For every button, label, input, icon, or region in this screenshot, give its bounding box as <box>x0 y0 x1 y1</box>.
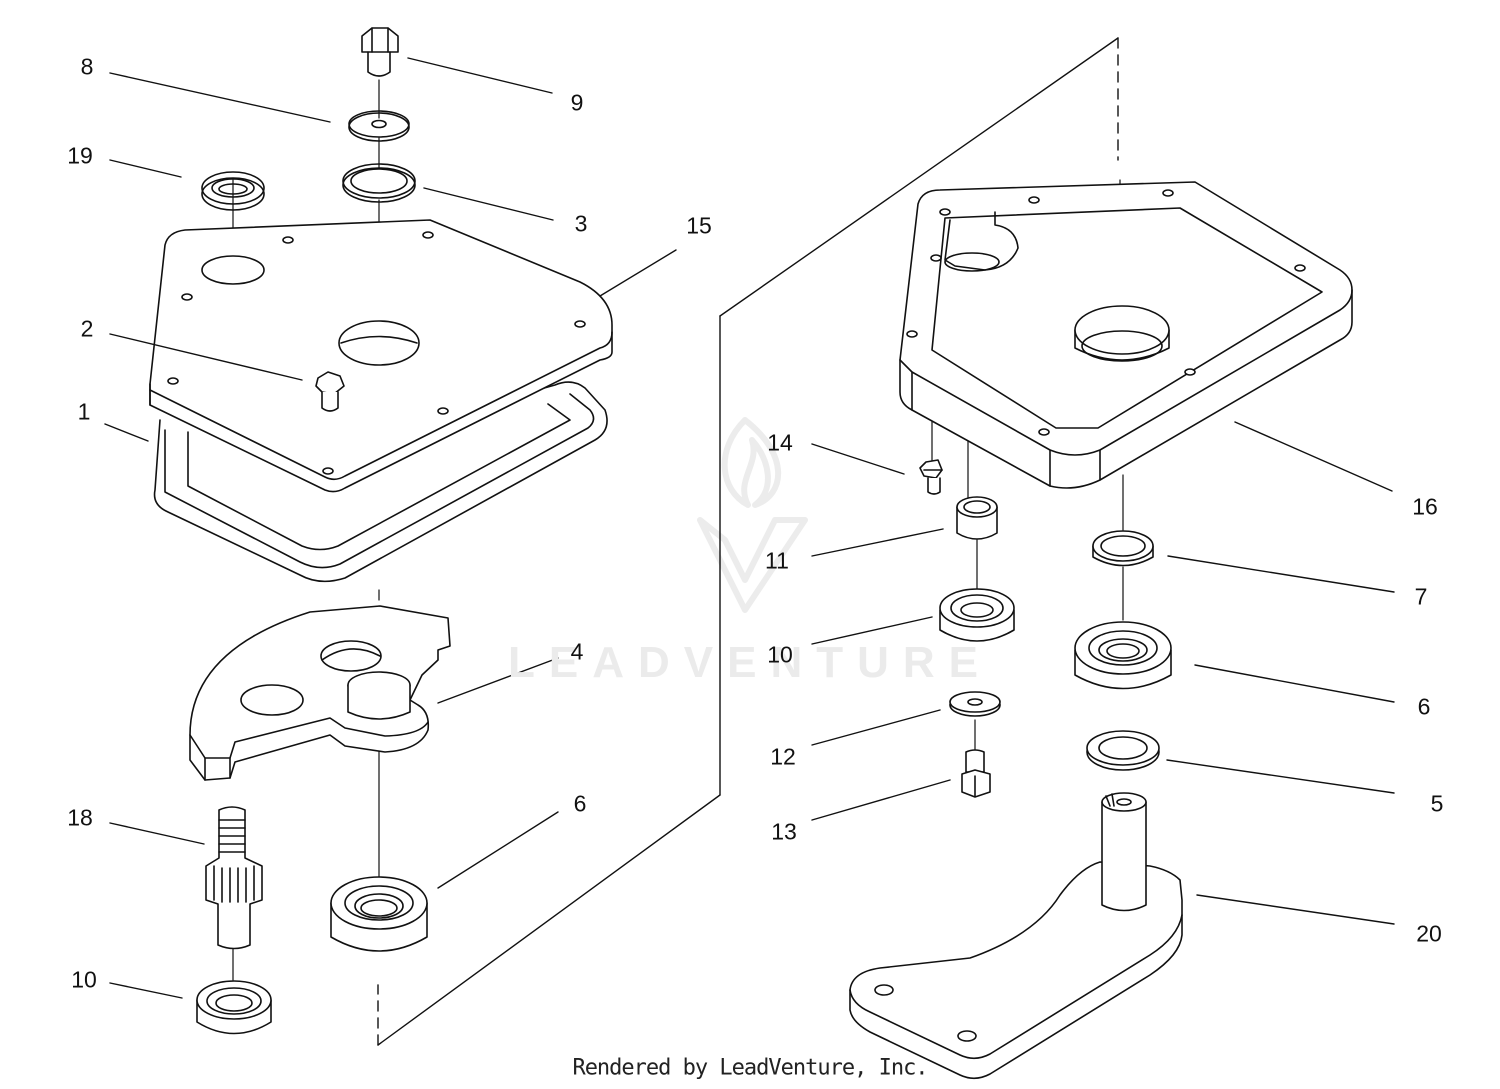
callout-20: 20 <box>1416 920 1442 947</box>
part-8-washer <box>348 110 410 142</box>
part-19-seal <box>201 171 265 211</box>
callout-13: 13 <box>771 818 797 845</box>
callout-16: 16 <box>1412 493 1438 520</box>
part-12-washer <box>949 691 1001 717</box>
part-14-grease-fitting <box>919 459 943 495</box>
part-4-bracket-plate <box>189 605 451 781</box>
watermark-text: LEADVENTURE <box>507 638 993 687</box>
part-20-arm <box>849 792 1183 1080</box>
callout-1: 1 <box>77 398 91 425</box>
part-13-bolt <box>961 749 991 798</box>
callout-18: 18 <box>67 804 93 831</box>
callout-10-left: 10 <box>71 966 97 993</box>
callout-8: 8 <box>80 53 94 80</box>
section-divider <box>377 37 1119 1046</box>
callout-10-right: 10 <box>767 641 793 668</box>
part-11-bushing <box>956 496 998 540</box>
part-6-bearing-right <box>1074 621 1172 690</box>
callout-15: 15 <box>686 212 712 239</box>
part-15-cover-plate <box>149 219 613 493</box>
part-10-bearing-right <box>939 588 1015 642</box>
callout-19: 19 <box>67 142 93 169</box>
callout-7: 7 <box>1414 583 1428 610</box>
part-1-gasket <box>153 381 608 583</box>
part-18-gear-shaft <box>205 806 263 950</box>
callout-3: 3 <box>574 210 588 237</box>
part-16-housing-frame <box>899 181 1353 489</box>
callout-14: 14 <box>767 429 793 456</box>
callout-5: 5 <box>1430 790 1444 817</box>
leadventure-logo-icon <box>697 417 808 613</box>
leader-lines <box>104 57 1395 999</box>
callout-2: 2 <box>80 315 94 342</box>
part-10-bearing-left <box>196 980 272 1035</box>
callout-4: 4 <box>570 638 584 665</box>
part-2-bolt <box>315 371 345 412</box>
part-6-bearing-left <box>330 876 428 952</box>
part-7-ring <box>1092 530 1154 567</box>
footer-credit: Rendered by LeadVenture, Inc. <box>572 1055 928 1081</box>
part-3-ring <box>342 163 416 203</box>
part-5-washer <box>1086 730 1160 771</box>
callout-12: 12 <box>770 743 796 770</box>
callout-6-right: 6 <box>1417 693 1431 720</box>
callout-9: 9 <box>570 89 584 116</box>
part-9-bolt <box>361 27 399 77</box>
callout-11: 11 <box>765 547 789 574</box>
callout-6-left: 6 <box>573 790 587 817</box>
